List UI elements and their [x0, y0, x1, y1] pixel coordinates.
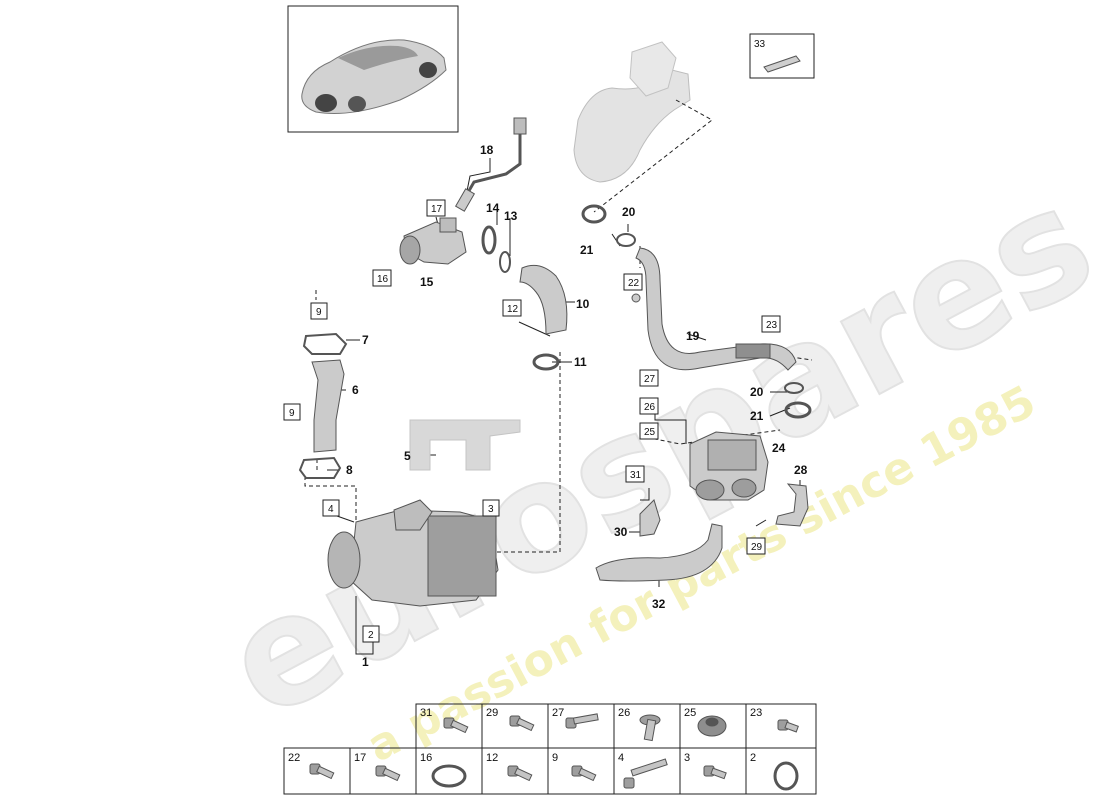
fastener-table-grid	[283, 703, 817, 795]
grommet-25-icon[interactable]	[697, 715, 727, 737]
callout-22: 22	[628, 278, 640, 289]
callout-11: 11	[574, 355, 587, 369]
table-cell-22: 22	[288, 752, 300, 764]
exhaust-manifold	[573, 41, 691, 183]
pipe-flex-section	[735, 343, 771, 359]
callout-7: 7	[362, 333, 369, 347]
callout-lines	[327, 158, 801, 655]
part-24-egr-valve[interactable]	[689, 431, 769, 501]
part-22-bolt[interactable]	[631, 293, 641, 303]
stud-26-icon[interactable]	[639, 714, 661, 742]
table-cell-3: 3	[684, 752, 690, 764]
callout-4: 4	[328, 504, 334, 515]
callout-29: 29	[751, 542, 763, 553]
part-18-temperature-sensor[interactable]	[454, 117, 527, 212]
callout-1: 1	[362, 655, 369, 669]
boxed-callouts: 17 16 12 22 23 27 26 25 31 29 9 9 4 3 2	[283, 199, 781, 643]
callout-23: 23	[766, 320, 778, 331]
callout-26: 26	[644, 402, 656, 413]
bolt-22-icon[interactable]	[309, 763, 335, 780]
table-cell-9: 9	[552, 752, 558, 764]
vehicle-thumbnail	[287, 5, 459, 133]
callout-21-bottom: 21	[750, 409, 764, 423]
part-15-egr-connector[interactable]	[399, 217, 467, 265]
callout-20-bottom: 20	[750, 385, 764, 399]
callout-9-bottom: 9	[289, 408, 295, 419]
callout-13: 13	[504, 209, 518, 223]
callout-numbers: 18 14 13 15 10 11 21 20 19 20 21 24 28 3…	[346, 143, 808, 669]
callout-8: 8	[346, 463, 353, 477]
callout-18: 18	[480, 143, 494, 157]
bolt-9-icon[interactable]	[571, 765, 597, 782]
part-19-egr-pipe[interactable]	[635, 247, 797, 371]
callout-16: 16	[377, 274, 389, 285]
long-bolt-4-icon[interactable]	[623, 758, 668, 789]
table-cell-29: 29	[486, 707, 498, 719]
callout-17: 17	[431, 204, 443, 215]
bolt-3-icon[interactable]	[703, 765, 727, 780]
table-cell-23: 23	[750, 707, 762, 719]
callout-6: 6	[352, 383, 359, 397]
table-cell-12: 12	[486, 752, 498, 764]
callout-32: 32	[652, 597, 666, 611]
part-6-pipe[interactable]	[311, 359, 345, 453]
part-5-heat-shield[interactable]	[409, 419, 521, 471]
part-32-pipe[interactable]	[595, 523, 723, 582]
callout-25: 25	[644, 427, 656, 438]
bolt-17-icon[interactable]	[375, 765, 401, 782]
seal-ring-2-icon[interactable]	[773, 761, 799, 791]
callout-19: 19	[686, 329, 700, 343]
part-20-seal-lower[interactable]	[784, 382, 804, 394]
callout-31: 31	[630, 470, 642, 481]
part-1-egr-cooler[interactable]	[327, 499, 499, 607]
part-11-clamp[interactable]	[532, 353, 560, 371]
callout-14: 14	[486, 201, 500, 215]
part-20-seal[interactable]	[616, 233, 636, 247]
table-cell-31: 31	[420, 707, 432, 719]
callout-2: 2	[368, 630, 374, 641]
table-cell-4: 4	[618, 752, 624, 764]
callout-10: 10	[576, 297, 590, 311]
fastener-table: 31 29 27 26 25 23 22 17 16 12 9 4 3 2	[283, 703, 817, 795]
callout-33: 33	[754, 39, 766, 50]
callout-24: 24	[772, 441, 786, 455]
callout-9-top: 9	[316, 307, 322, 318]
table-cell-27: 27	[552, 707, 564, 719]
seal-ring-16-icon[interactable]	[431, 764, 467, 788]
part-28-bracket[interactable]	[775, 483, 809, 527]
part-13-seal[interactable]	[499, 251, 511, 273]
table-cell-16: 16	[420, 752, 432, 764]
part-30-bracket[interactable]	[639, 499, 661, 537]
part-7-gasket[interactable]	[302, 332, 348, 355]
table-cell-26: 26	[618, 707, 630, 719]
bolt-23-icon[interactable]	[777, 719, 799, 733]
callout-21-top: 21	[580, 243, 594, 257]
callout-27: 27	[644, 374, 656, 385]
bolt-27-icon[interactable]	[565, 713, 599, 729]
callout-30: 30	[614, 525, 628, 539]
callout-5: 5	[404, 449, 411, 463]
callout-12: 12	[507, 304, 519, 315]
bolt-29-icon[interactable]	[509, 715, 535, 732]
bolt-12-icon[interactable]	[507, 765, 533, 782]
callout-28: 28	[794, 463, 808, 477]
part-10-pipe[interactable]	[519, 264, 568, 335]
table-cell-17: 17	[354, 752, 366, 764]
part-33-tube[interactable]: 33	[749, 33, 815, 79]
parts-artwork	[298, 117, 812, 607]
table-cell-25: 25	[684, 707, 696, 719]
callout-3: 3	[488, 504, 494, 515]
part-8-gasket[interactable]	[298, 456, 342, 479]
part-14-gasket[interactable]	[481, 225, 497, 255]
callout-20-top: 20	[622, 205, 636, 219]
part-21-clamp[interactable]	[581, 204, 607, 224]
part-21-clamp-lower[interactable]	[784, 401, 812, 419]
bolt-31-icon[interactable]	[443, 717, 469, 734]
table-cell-2: 2	[750, 752, 756, 764]
callout-15: 15	[420, 275, 434, 289]
